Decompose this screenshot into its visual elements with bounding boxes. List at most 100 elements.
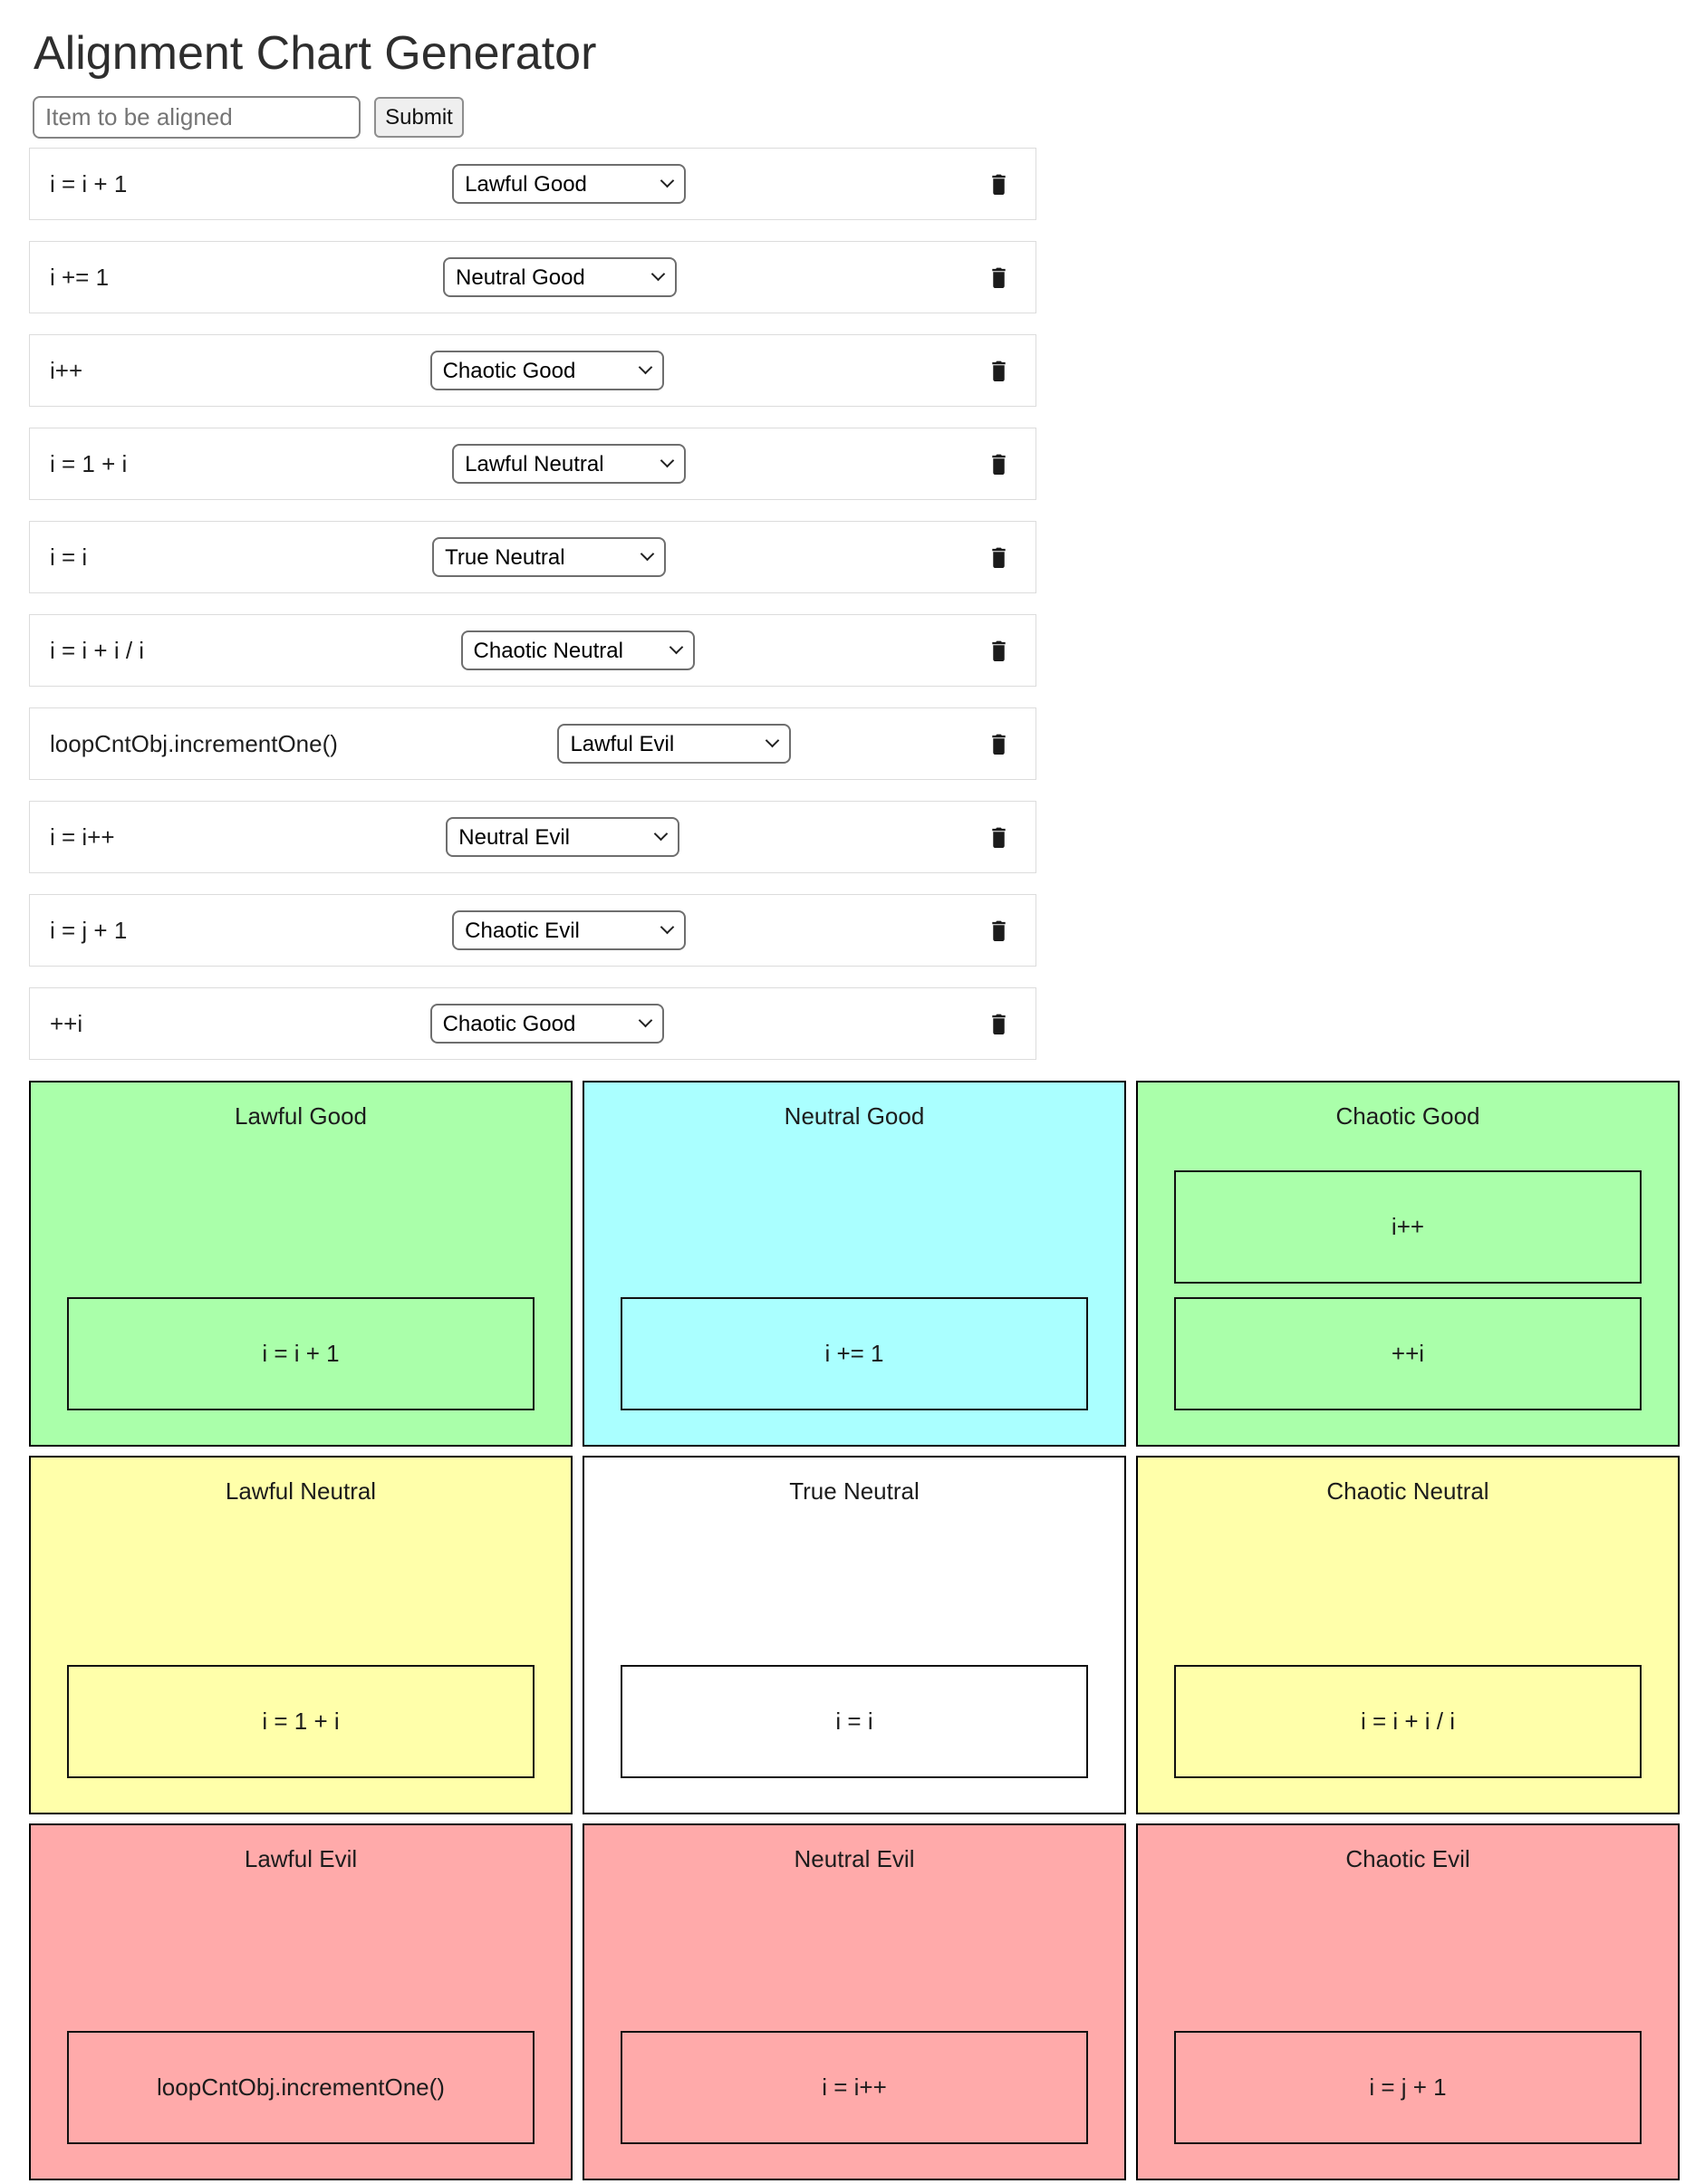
tile-label: Chaotic Neutral <box>1326 1477 1489 1506</box>
tile-lawful-evil: Lawful Evil loopCntObj.incrementOne() <box>29 1823 573 2181</box>
tile-item: i = i + 1 <box>67 1297 535 1411</box>
alignment-select[interactable]: Chaotic Evil <box>452 910 687 951</box>
item-text: i = 1 + i <box>50 449 128 477</box>
alignment-select-wrap: Chaotic Good <box>429 351 664 391</box>
tile-chaotic-neutral: Chaotic Neutral i = i + i / i <box>1136 1456 1680 1815</box>
tile-lawful-good: Lawful Good i = i + 1 <box>29 1081 573 1448</box>
submit-button[interactable]: Submit <box>374 97 464 139</box>
alignment-select-wrap: Chaotic Evil <box>452 910 687 951</box>
item-text: i++ <box>50 356 83 384</box>
tile-label: Neutral Evil <box>794 1845 915 1873</box>
item-text: i = i <box>50 543 88 571</box>
tile-items: i = i++ <box>621 2031 1088 2145</box>
alignment-select[interactable]: Lawful Evil <box>557 724 792 765</box>
tile-label: Chaotic Good <box>1335 1102 1480 1130</box>
item-text: loopCntObj.incrementOne() <box>50 729 338 757</box>
alignment-select-wrap: Lawful Evil <box>557 724 792 765</box>
alignment-select-wrap: Chaotic Good <box>429 1004 664 1044</box>
alignment-select-wrap: Lawful Good <box>452 164 687 205</box>
alignment-select-wrap: True Neutral <box>432 537 667 578</box>
list-item: loopCntObj.incrementOne() Lawful Evil <box>29 707 1036 781</box>
item-input[interactable] <box>33 96 361 140</box>
alignment-select-wrap: Chaotic Neutral <box>460 630 695 671</box>
add-item-form: Submit <box>29 96 1680 140</box>
trash-icon <box>992 1015 1006 1035</box>
delete-button[interactable] <box>987 543 1011 572</box>
tile-items: i = i + i / i <box>1174 1665 1642 1779</box>
tile-items: loopCntObj.incrementOne() <box>67 2031 535 2145</box>
tile-items: i = i + 1 <box>67 1297 535 1411</box>
item-text: i = i + 1 <box>50 169 128 197</box>
delete-button[interactable] <box>987 823 1011 851</box>
tile-item: i = j + 1 <box>1174 2031 1642 2145</box>
tile-neutral-evil: Neutral Evil i = i++ <box>583 1823 1126 2181</box>
alignment-select-wrap: Lawful Neutral <box>452 444 687 485</box>
list-item: i = i++ Neutral Evil <box>29 801 1036 874</box>
list-item: i = i + i / i Chaotic Neutral <box>29 614 1036 688</box>
trash-icon <box>992 735 1006 755</box>
tile-label: True Neutral <box>789 1477 920 1506</box>
item-list: i = i + 1 Lawful Good i += 1 Neutral Goo… <box>29 148 1036 1061</box>
delete-button[interactable] <box>987 169 1011 198</box>
alignment-select[interactable]: Neutral Evil <box>446 817 680 858</box>
trash-icon <box>992 641 1006 662</box>
tile-items: i += 1 <box>621 1297 1088 1411</box>
tile-true-neutral: True Neutral i = i <box>583 1456 1126 1815</box>
delete-button[interactable] <box>987 449 1011 478</box>
tile-item: loopCntObj.incrementOne() <box>67 2031 535 2145</box>
list-item: i = j + 1 Chaotic Evil <box>29 894 1036 967</box>
alignment-select[interactable]: Chaotic Neutral <box>460 630 695 671</box>
list-item: i = i + 1 Lawful Good <box>29 148 1036 221</box>
delete-button[interactable] <box>987 356 1011 385</box>
delete-button[interactable] <box>987 636 1011 665</box>
list-item: i += 1 Neutral Good <box>29 241 1036 314</box>
trash-icon <box>992 921 1006 942</box>
tile-label: Lawful Evil <box>244 1845 358 1873</box>
alignment-select[interactable]: Lawful Good <box>452 164 687 205</box>
tile-items: i = i <box>621 1665 1088 1779</box>
tile-label: Lawful Good <box>235 1102 367 1130</box>
trash-icon <box>992 548 1006 569</box>
trash-icon <box>992 455 1006 476</box>
tile-items: i = j + 1 <box>1174 2031 1642 2145</box>
item-text: i += 1 <box>50 263 110 291</box>
item-text: i = j + 1 <box>50 916 128 944</box>
delete-button[interactable] <box>987 729 1011 758</box>
delete-button[interactable] <box>987 1009 1011 1038</box>
delete-button[interactable] <box>987 916 1011 945</box>
list-item: ++i Chaotic Good <box>29 987 1036 1061</box>
alignment-select-wrap: Neutral Good <box>443 257 678 298</box>
tile-label: Neutral Good <box>784 1102 925 1130</box>
tile-label: Lawful Neutral <box>225 1477 377 1506</box>
tile-lawful-neutral: Lawful Neutral i = 1 + i <box>29 1456 573 1815</box>
tile-items: i = 1 + i <box>67 1665 535 1779</box>
list-item: i = i True Neutral <box>29 521 1036 594</box>
alignment-select[interactable]: Neutral Good <box>443 257 678 298</box>
item-text: i = i + i / i <box>50 636 145 664</box>
trash-icon <box>992 828 1006 849</box>
page-title: Alignment Chart Generator <box>34 27 597 80</box>
tile-chaotic-good: Chaotic Good i++ ++i <box>1136 1081 1680 1448</box>
delete-button[interactable] <box>987 263 1011 292</box>
tile-chaotic-evil: Chaotic Evil i = j + 1 <box>1136 1823 1680 2181</box>
alignment-select[interactable]: Lawful Neutral <box>452 444 687 485</box>
list-item: i = 1 + i Lawful Neutral <box>29 428 1036 501</box>
alignment-grid: Lawful Good i = i + 1 Neutral Good i += … <box>29 1081 1680 2181</box>
trash-icon <box>992 268 1006 289</box>
alignment-select[interactable]: True Neutral <box>432 537 667 578</box>
item-text: i = i++ <box>50 823 115 851</box>
alignment-select[interactable]: Chaotic Good <box>429 351 664 391</box>
tile-item: i += 1 <box>621 1297 1088 1411</box>
tile-neutral-good: Neutral Good i += 1 <box>583 1081 1126 1448</box>
tile-label: Chaotic Evil <box>1345 1845 1470 1873</box>
trash-icon <box>992 361 1006 382</box>
alignment-select-wrap: Neutral Evil <box>446 817 680 858</box>
trash-icon <box>992 175 1006 196</box>
tile-item: i = i + i / i <box>1174 1665 1642 1779</box>
tile-item: i = i++ <box>621 2031 1088 2145</box>
tile-item: i++ <box>1174 1170 1642 1284</box>
item-text: ++i <box>50 1009 83 1037</box>
alignment-select[interactable]: Chaotic Good <box>429 1004 664 1044</box>
tile-items: i++ ++i <box>1174 1170 1642 1411</box>
tile-item: i = i <box>621 1665 1088 1779</box>
